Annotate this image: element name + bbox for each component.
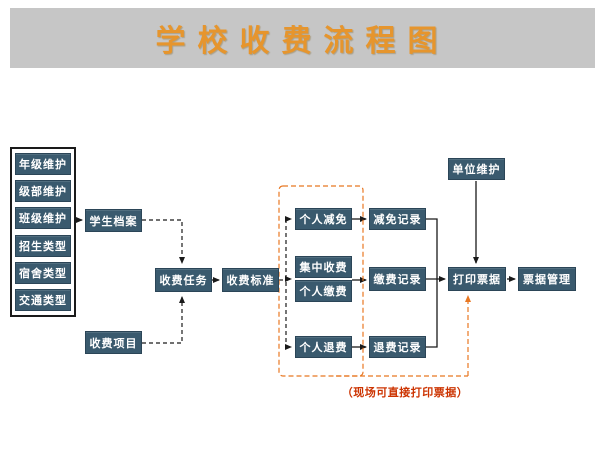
node-enrollment-type: 招生类型 [15, 234, 71, 257]
node-refund-record: 退费记录 [369, 336, 426, 358]
title-banner: 学校收费流程图 [10, 8, 595, 68]
node-payment-record: 缴费记录 [369, 267, 426, 291]
page-title: 学校收费流程图 [155, 24, 450, 59]
node-department-maintenance: 级部维护 [15, 180, 71, 203]
node-centralized-charge: 集中收费 [295, 256, 352, 278]
node-fee-task: 收费任务 [155, 268, 212, 292]
node-personal-payment: 个人缴费 [295, 280, 352, 302]
onsite-print-note: （现场可直接打印票据） [341, 386, 469, 399]
node-dormitory-type: 宿舍类型 [15, 261, 71, 284]
maintenance-panel: 年级维护 级部维护 班级维护 招生类型 宿舍类型 交通类型 [10, 147, 76, 317]
node-receipt-management: 票据管理 [518, 267, 576, 291]
node-class-maintenance: 班级维护 [15, 207, 71, 230]
node-student-file: 学生档案 [85, 209, 142, 232]
node-transport-type: 交通类型 [15, 288, 71, 311]
node-print-receipt: 打印票据 [448, 267, 506, 291]
node-fee-item: 收费项目 [85, 331, 142, 354]
node-reduction-record: 减免记录 [369, 208, 426, 230]
node-grade-maintenance: 年级维护 [15, 153, 71, 175]
node-personal-reduction: 个人减免 [295, 208, 352, 230]
node-unit-maintenance: 单位维护 [448, 158, 505, 180]
node-personal-refund: 个人退费 [295, 336, 352, 358]
node-fee-standard: 收费标准 [222, 268, 279, 292]
